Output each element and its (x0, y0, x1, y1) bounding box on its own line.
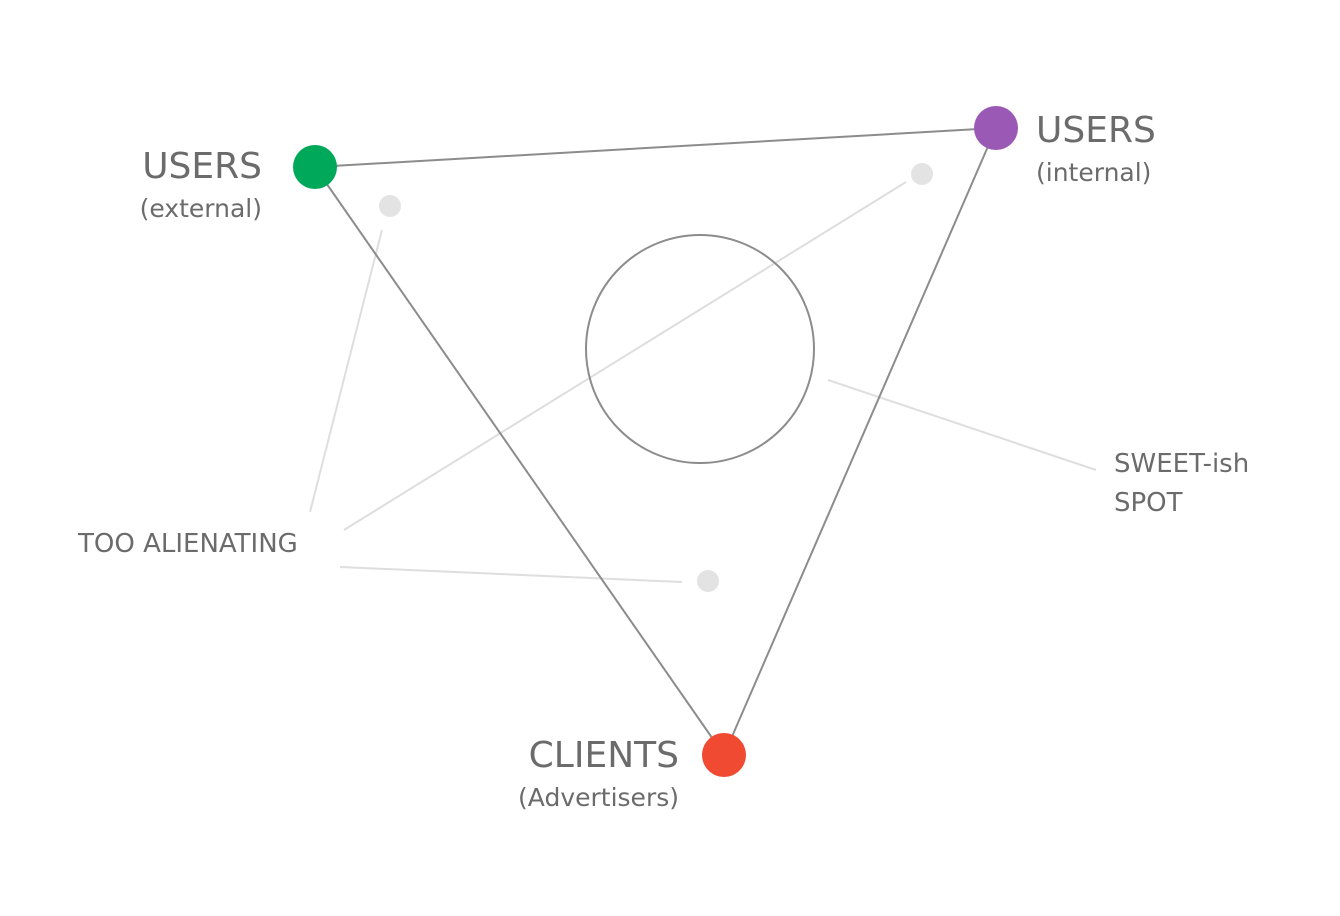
edge-external-clients (314, 166, 725, 756)
users-internal-title: USERS (1036, 110, 1156, 151)
users-internal-subtitle: (internal) (1036, 158, 1151, 187)
sweet-spot-circle (585, 234, 815, 464)
alienating-dot-internal (911, 163, 933, 185)
clients-subtitle: (Advertisers) (518, 783, 679, 812)
sweet-spot-label-line2: SPOT (1114, 488, 1183, 518)
node-users-internal (974, 106, 1018, 150)
too-alienating-label: TOO ALIENATING (77, 529, 298, 559)
leader-line-sweet-spot (827, 379, 1097, 471)
leader-line-too-alienating-left (309, 229, 383, 513)
alienating-dot-clients (697, 570, 719, 592)
clients-title: CLIENTS (529, 735, 679, 776)
leader-line-too-alienating-bottom (339, 566, 683, 583)
edge-external-internal (314, 127, 997, 168)
alienating-dot-external (379, 195, 401, 217)
node-users-external (293, 145, 337, 189)
sweet-spot-label-line1: SWEET-ish (1114, 449, 1249, 479)
leader-line-too-alienating-top (343, 181, 907, 531)
users-external-title: USERS (142, 146, 262, 187)
edge-internal-clients (723, 127, 997, 756)
node-clients (702, 733, 746, 777)
users-external-subtitle: (external) (140, 194, 262, 223)
